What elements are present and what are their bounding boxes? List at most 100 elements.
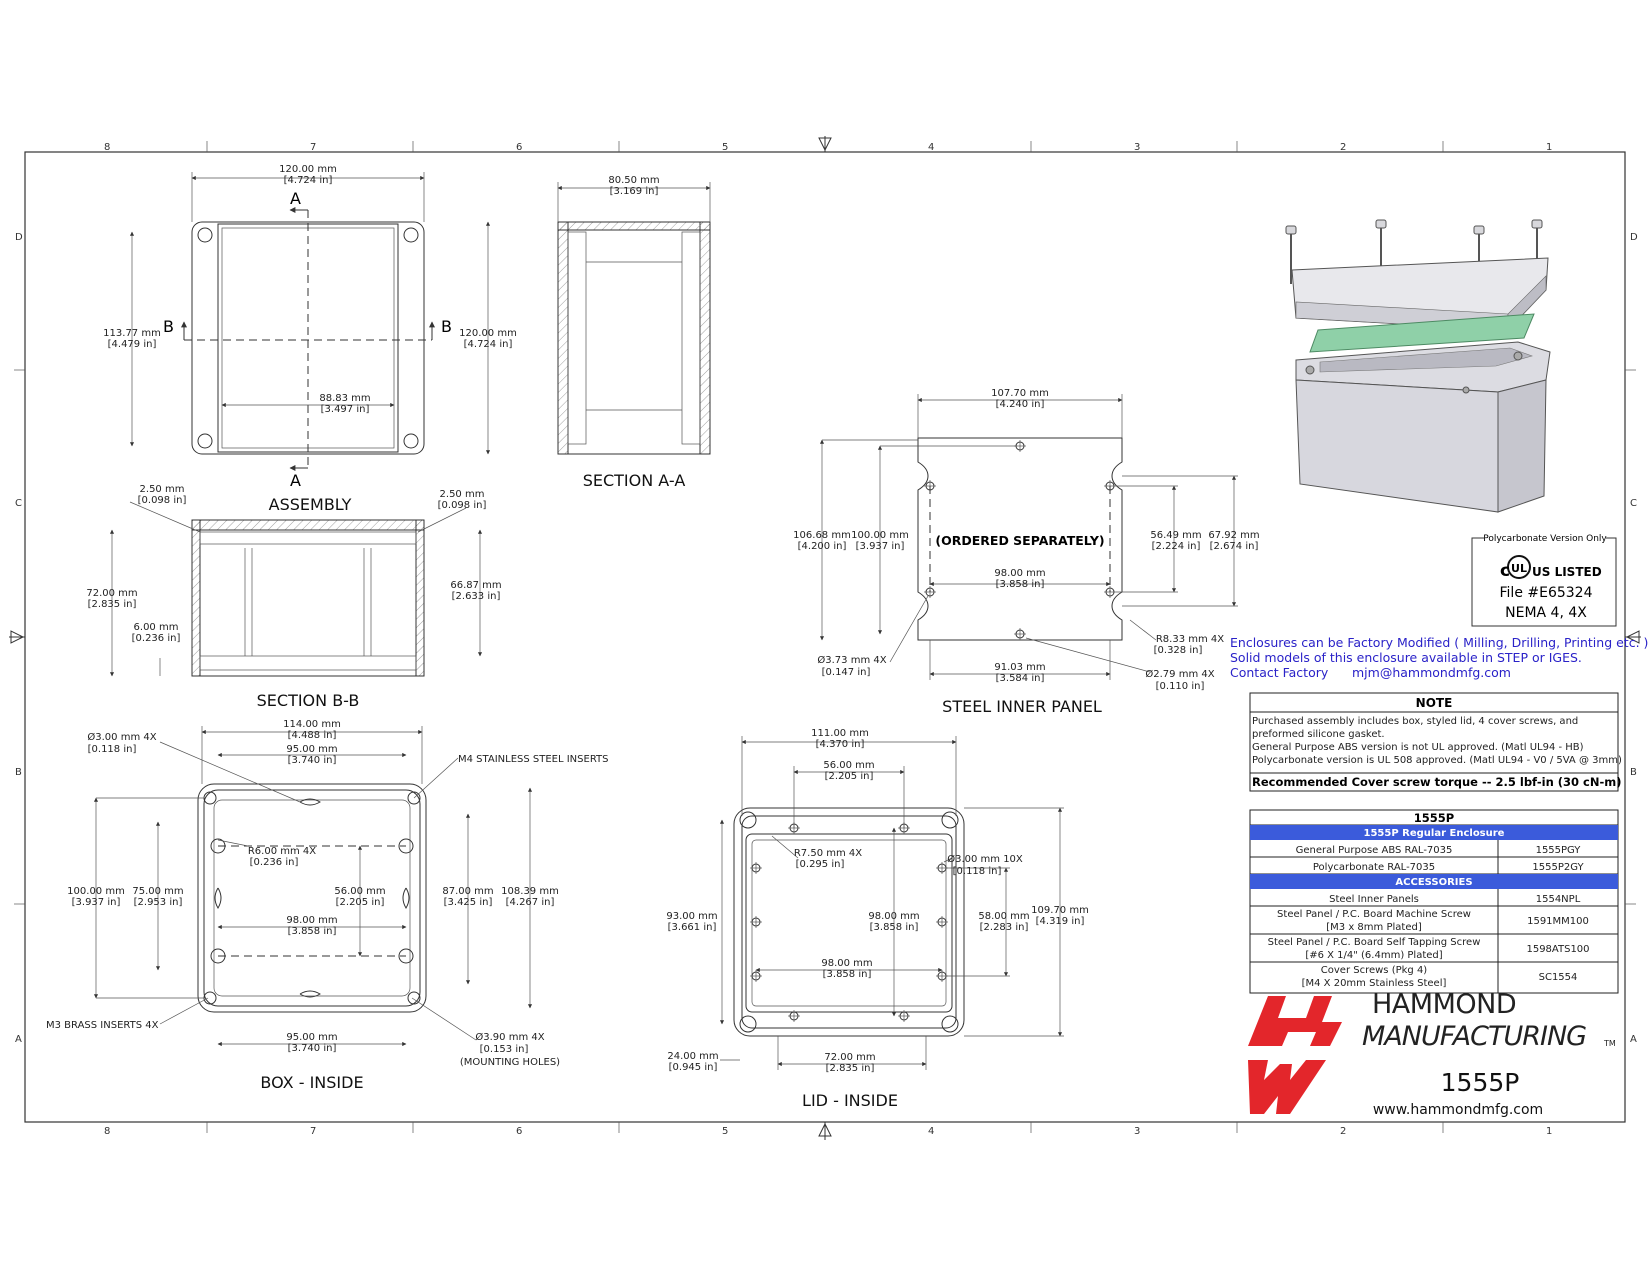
dim-text: [0.945 in] [669, 1062, 718, 1073]
dim-text: 98.00 mm [868, 911, 919, 922]
brand-name: HAMMOND [1372, 989, 1516, 1020]
part-desc: Steel Panel / P.C. Board Machine Screw [1277, 909, 1471, 920]
dim-text: R7.50 mm 4X [794, 848, 862, 859]
dim-text: Ø3.00 mm 4X [87, 731, 156, 743]
ul-nema: NEMA 4, 4X [1505, 605, 1587, 621]
pcb-image [1309, 313, 1535, 353]
parts-section: ACCESSORIES [1395, 877, 1472, 888]
dim-text: 2.50 mm [440, 489, 485, 500]
dim-text: [3.497 in] [321, 404, 370, 415]
insert-icon [407, 791, 421, 805]
dim-text: 75.00 mm [132, 886, 183, 897]
view-title: LID - INSIDE [802, 1091, 898, 1110]
border-frame: 8 7 6 5 4 3 2 1 8 7 6 5 4 3 2 1 D C B A … [9, 136, 1641, 1140]
dim-text: [3.858 in] [288, 926, 337, 937]
lid-inside-view: 111.00 mm [4.370 in] 56.00 mm [2.205 in]… [666, 728, 1088, 1110]
lid-screw-icon [941, 1015, 959, 1033]
dim-text: Ø3.90 mm 4X [475, 1031, 544, 1043]
contact-label: Contact Factory [1230, 665, 1329, 680]
note-table: NOTE Purchased assembly includes box, st… [1249, 692, 1622, 792]
part-desc-2: [#6 X 1/4" (6.4mm) Plated] [1305, 950, 1442, 961]
col-label: 5 [722, 142, 728, 153]
hammond-logo-icon [1248, 996, 1342, 1114]
parts-table: 1555P 1555P Regular Enclosure General Pu… [1249, 809, 1619, 994]
part-number: 1554NPL [1536, 894, 1581, 905]
row-label: C [1630, 498, 1637, 509]
lid-screw-icon [739, 811, 757, 829]
part-desc: Steel Inner Panels [1329, 894, 1419, 905]
model-number: 1555P [1441, 1068, 1520, 1097]
col-label: 2 [1340, 142, 1346, 153]
dim-text: [2.283 in] [980, 922, 1029, 933]
lid-screw-icon [941, 811, 959, 829]
dim-text: 98.00 mm [994, 568, 1045, 579]
dim-text: Ø3.73 mm 4X [817, 654, 886, 666]
part-number: SC1554 [1539, 972, 1578, 983]
part-desc: General Purpose ABS RAL-7035 [1296, 845, 1453, 856]
website-link[interactable]: www.hammondmfg.com [1373, 1102, 1543, 1118]
part-number: 1598ATS100 [1526, 944, 1589, 955]
dim-text: [4.724 in] [464, 339, 513, 350]
factory-line: Enclosures can be Factory Modified ( Mil… [1230, 635, 1648, 650]
dim-text: Ø3.00 mm 10X [947, 853, 1023, 865]
dim-text: Ø2.79 mm 4X [1145, 668, 1214, 680]
parts-section: 1555P Regular Enclosure [1364, 828, 1505, 839]
row-label: A [1630, 1034, 1637, 1045]
mount-slot-icon [299, 990, 321, 998]
ul-mark-c: c [1500, 561, 1510, 581]
dim-text: [0.118 in] [953, 866, 1002, 877]
col-label: 4 [928, 142, 934, 153]
ul-header: Polycarbonate Version Only [1483, 534, 1607, 544]
dim-text: (MOUNTING HOLES) [460, 1057, 560, 1068]
view-title: SECTION A-A [583, 471, 686, 490]
dim-text: 58.00 mm [978, 911, 1029, 922]
row-label: B [1630, 767, 1637, 778]
dim-text: [0.295 in] [796, 859, 845, 870]
col-label: 5 [722, 1126, 728, 1137]
contact-email-link[interactable]: mjm@hammondmfg.com [1352, 665, 1511, 680]
dim-text: 100.00 mm [851, 530, 909, 541]
dim-text: [4.200 in] [798, 541, 847, 552]
dim-text: 120.00 mm [459, 328, 517, 339]
dim-text: [0.147 in] [822, 667, 871, 678]
dim-text: 108.39 mm [501, 886, 559, 897]
dim-text: [3.584 in] [996, 673, 1045, 684]
section-a-label: A [290, 471, 301, 490]
dim-text: [2.674 in] [1210, 541, 1259, 552]
screw-icon [197, 227, 213, 243]
screw-icon [403, 433, 419, 449]
dim-text: [0.236 in] [132, 633, 181, 644]
col-label: 6 [516, 1126, 522, 1137]
dim-text: 93.00 mm [666, 911, 717, 922]
note-header: NOTE [1416, 696, 1453, 710]
dim-text: [4.479 in] [108, 339, 157, 350]
dim-text: [3.937 in] [856, 541, 905, 552]
col-label: 2 [1340, 1126, 1346, 1137]
section-b-label: B [441, 317, 452, 336]
ul-logo-icon [1507, 555, 1531, 579]
dim-text: 88.83 mm [319, 393, 370, 404]
lid-hole-icon [750, 916, 762, 928]
dim-text: [2.205 in] [336, 897, 385, 908]
dim-text: [3.740 in] [288, 1043, 337, 1054]
col-label: 8 [104, 1126, 110, 1137]
exploded-iso-image [1285, 219, 1551, 513]
box-inside-view: Ø3.00 mm 4X [0.118 in] 114.00 mm [4.488 … [46, 719, 609, 1092]
panel-hole-icon [1014, 628, 1026, 640]
mount-slot-icon [402, 887, 410, 909]
view-title: STEEL INNER PANEL [942, 697, 1102, 716]
screw-icon [197, 433, 213, 449]
row-label: D [1630, 232, 1638, 243]
part-desc: Steel Panel / P.C. Board Self Tapping Sc… [1268, 937, 1481, 948]
ordered-separately-label: (ORDERED SEPARATELY) [935, 533, 1104, 548]
dim-text: 56.49 mm [1150, 530, 1201, 541]
dim-text: 56.00 mm [334, 886, 385, 897]
part-number: 1555PGY [1536, 845, 1582, 856]
lid-hole-icon [788, 1010, 800, 1022]
brass-label: M3 BRASS INSERTS 4X [46, 1020, 159, 1031]
section-b-label: B [163, 317, 174, 336]
section-bb-view: 2.50 mm [0.098 in] 2.50 mm [0.098 in] 72… [86, 484, 501, 710]
dim-text: 100.00 mm [67, 886, 125, 897]
dim-text: 114.00 mm [283, 719, 341, 730]
